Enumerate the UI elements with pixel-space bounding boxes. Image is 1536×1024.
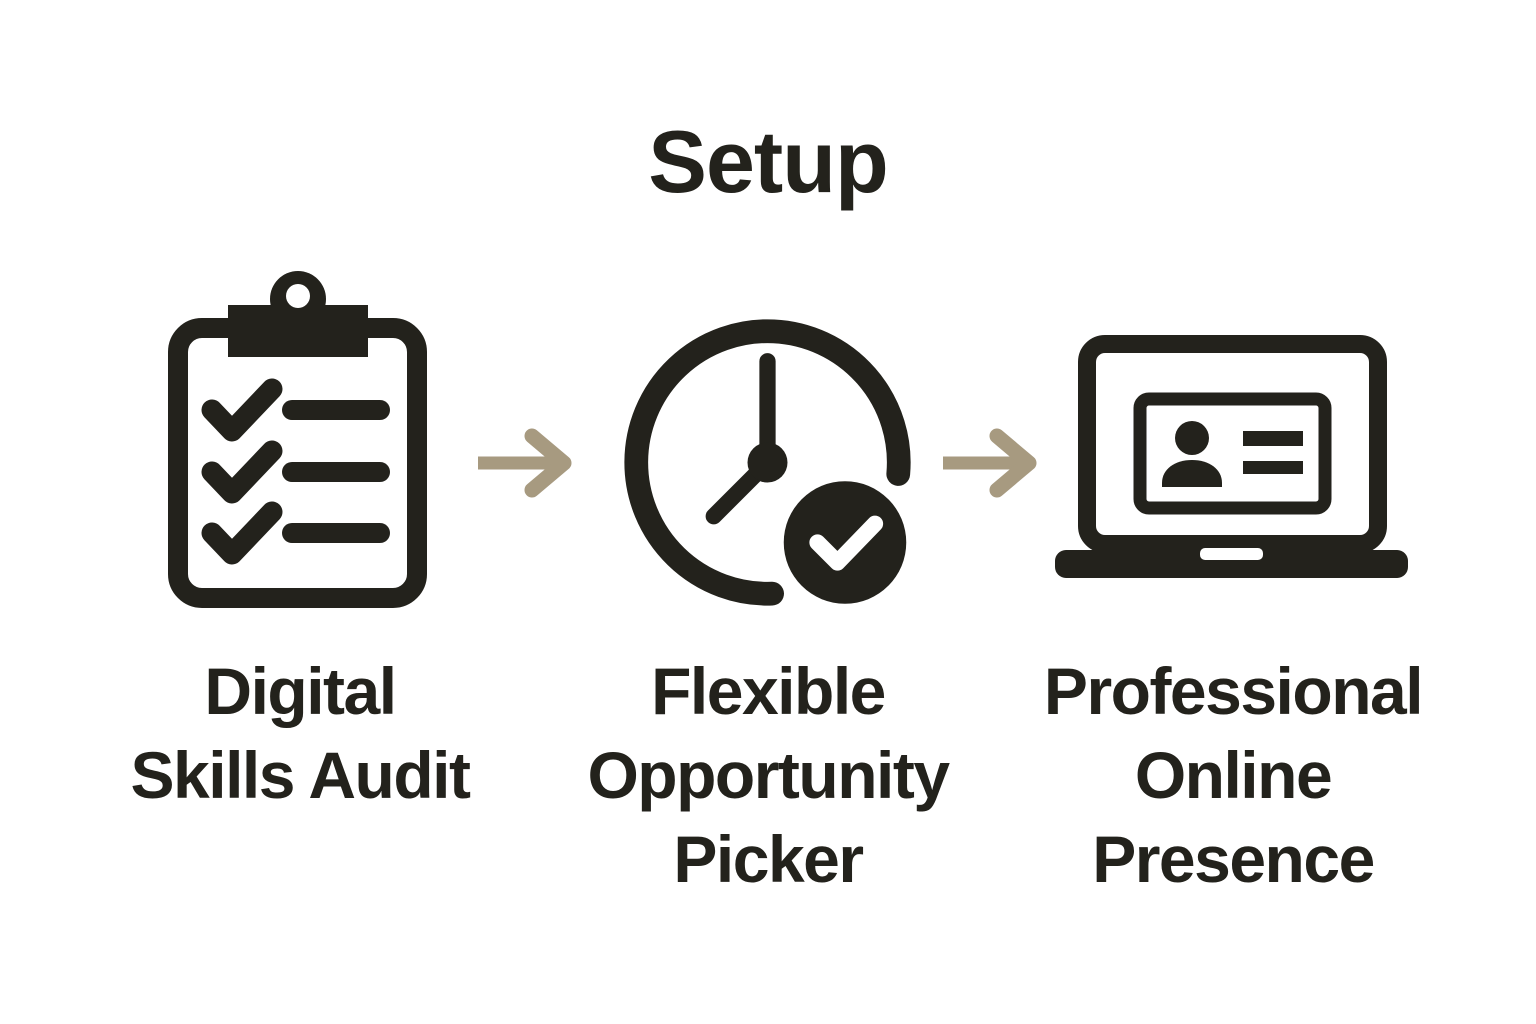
arrow-right-icon bbox=[478, 428, 572, 498]
step-label-line: Digital bbox=[204, 654, 397, 728]
step-label-line: Picker bbox=[673, 822, 864, 896]
laptop-profile-icon bbox=[1055, 335, 1408, 578]
diagram-title: Setup bbox=[648, 112, 888, 211]
step-label-line: Flexible bbox=[651, 654, 886, 728]
step-label-line: Presence bbox=[1092, 822, 1375, 896]
clipboard-checklist-icon bbox=[168, 271, 427, 608]
step-label-line: Professional bbox=[1043, 654, 1424, 728]
step-label-digital-skills-audit: Digital Skills Audit bbox=[70, 649, 530, 817]
step-label-flexible-opportunity-picker: Flexible Opportunity Picker bbox=[538, 649, 998, 901]
step-label-line: Online bbox=[1134, 738, 1333, 812]
step-label-professional-online-presence: Professional Online Presence bbox=[1003, 649, 1463, 901]
step-label-line: Skills Audit bbox=[130, 738, 471, 812]
arrow-right-icon bbox=[943, 428, 1037, 498]
clock-check-icon bbox=[624, 319, 911, 606]
step-label-line: Opportunity bbox=[587, 738, 950, 812]
